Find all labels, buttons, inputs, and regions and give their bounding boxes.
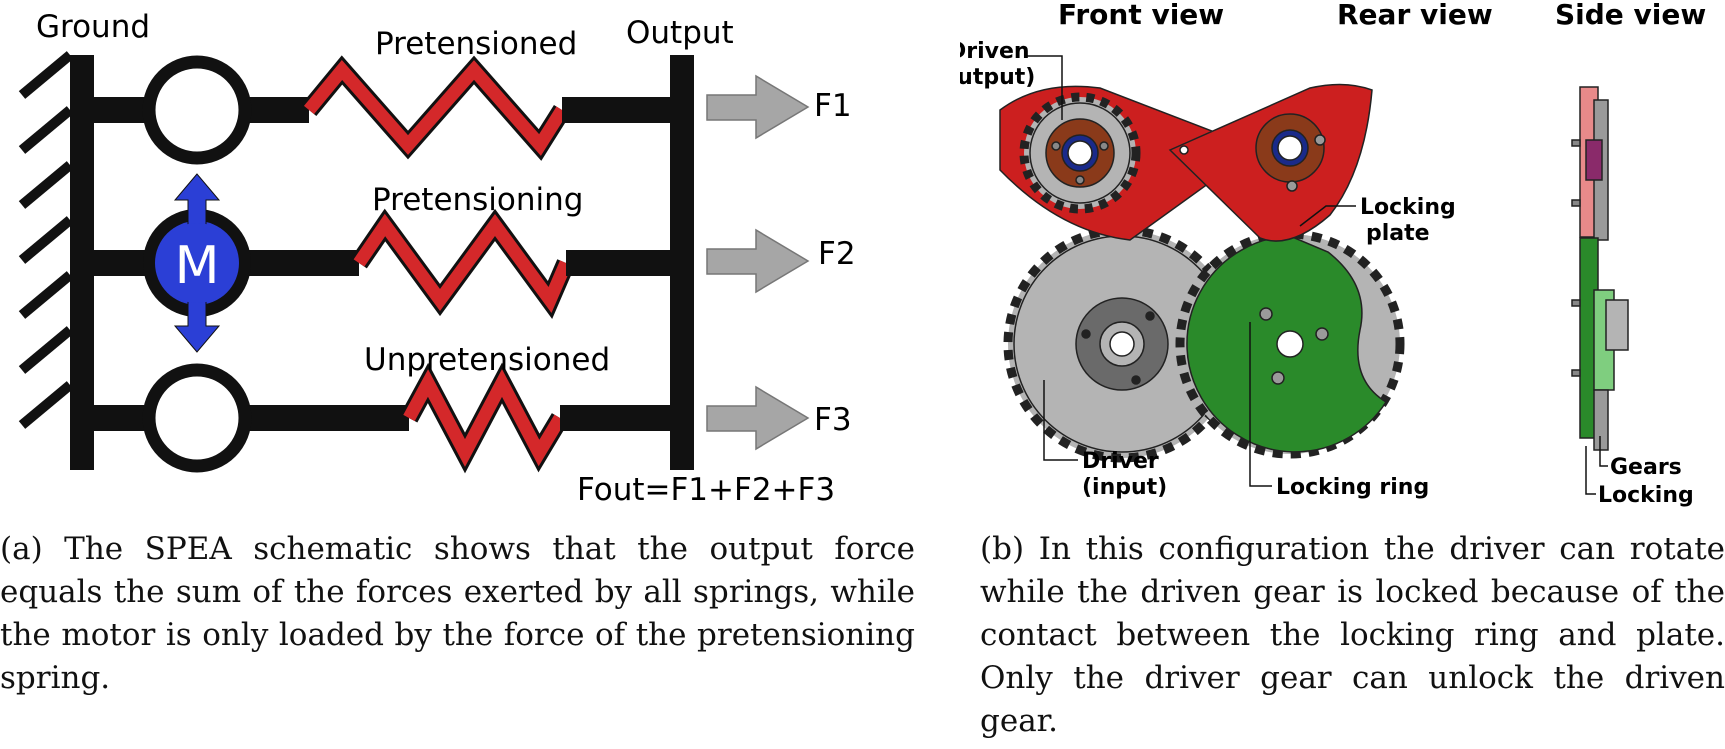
ground-bar xyxy=(70,55,94,470)
spring-row-2: M Pretensioning xyxy=(94,173,670,353)
driven-label: Driven xyxy=(960,39,1030,64)
locking-plate-label-sub: plate xyxy=(1366,221,1430,246)
spring-row-1: Pretensioned xyxy=(94,26,670,165)
force-label-f2: F2 xyxy=(818,236,856,272)
spring-label-3: Unpretensioned xyxy=(364,342,610,378)
output-bar xyxy=(670,55,694,470)
front-view-title: Front view xyxy=(1058,0,1224,31)
gears-label: Gears xyxy=(1610,455,1682,480)
ground-label: Ground xyxy=(36,9,150,45)
force-arrow-f1: F1 xyxy=(706,74,852,140)
rear-view xyxy=(1168,83,1405,459)
locking-mechanism-views: Front view Rear view Side view xyxy=(960,0,1706,508)
locking-label: Locking xyxy=(1598,483,1694,508)
idle-pulley-1 xyxy=(142,55,252,165)
force-arrow-f2: F2 xyxy=(706,228,856,294)
idle-pulley-3 xyxy=(142,363,252,473)
locking-plate-label: Locking xyxy=(1360,195,1456,220)
output-label: Output xyxy=(626,15,734,51)
force-label-f1: F1 xyxy=(814,88,852,124)
spring-label-1: Pretensioned xyxy=(375,26,577,62)
driver-label: Driver xyxy=(1082,449,1159,474)
driven-label-sub: (output) xyxy=(960,65,1035,90)
locking-ring-label: Locking ring xyxy=(1276,475,1429,500)
side-view xyxy=(1571,86,1629,451)
ground-hatching xyxy=(18,51,74,429)
force-label-f3: F3 xyxy=(814,402,852,438)
caption-a: (a) The SPEA schematic shows that the ou… xyxy=(0,531,915,696)
motor-label: M xyxy=(175,236,220,296)
driver-label-sub: (input) xyxy=(1082,475,1167,500)
force-arrow-f3: F3 xyxy=(706,385,852,451)
side-view-labels xyxy=(1585,436,1608,495)
spring-row-3: Unpretensioned xyxy=(94,342,670,474)
driven-gear xyxy=(1019,92,1141,214)
caption-b: (b) In this configuration the driver can… xyxy=(980,531,1725,739)
side-view-title: Side view xyxy=(1555,0,1706,31)
spea-schematic: Ground Output Pretensioned M Pretensioni… xyxy=(18,9,856,508)
front-view-labels xyxy=(1026,55,1078,461)
output-force-sum: Fout=F1+F2+F3 xyxy=(577,472,835,508)
rear-view-title: Rear view xyxy=(1337,0,1493,31)
rear-view-labels xyxy=(1249,205,1356,487)
spring-label-2: Pretensioning xyxy=(372,182,583,218)
